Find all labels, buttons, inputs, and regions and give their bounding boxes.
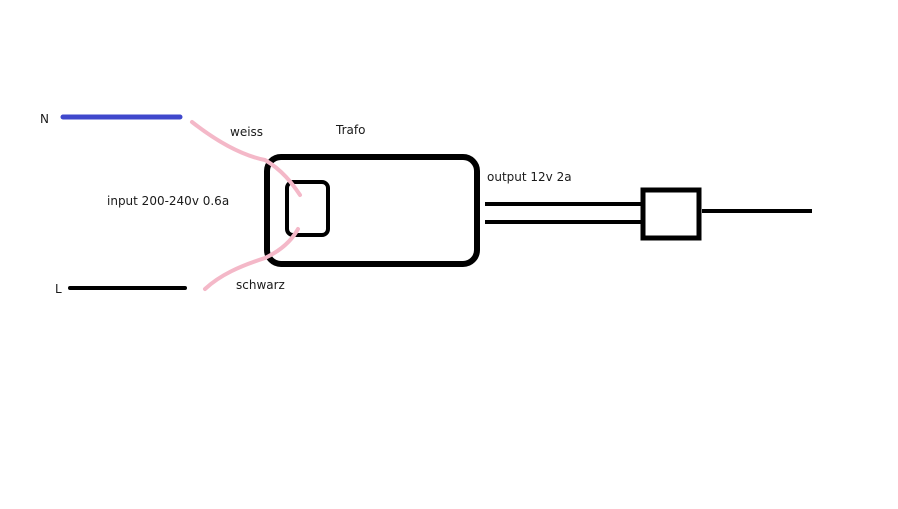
- weiss-wire: [190, 120, 302, 197]
- label-l: L: [55, 282, 62, 296]
- label-output: output 12v 2a: [487, 170, 572, 184]
- label-trafo: Trafo: [335, 123, 365, 137]
- terminal-block: [285, 180, 330, 237]
- label-schwarz: schwarz: [236, 278, 285, 292]
- output-connector: [640, 187, 702, 241]
- label-n: N: [40, 112, 49, 126]
- schwarz-wire: [203, 227, 300, 291]
- transformer-body: [264, 154, 480, 267]
- label-weiss: weiss: [230, 125, 263, 139]
- label-input: input 200-240v 0.6a: [107, 194, 229, 208]
